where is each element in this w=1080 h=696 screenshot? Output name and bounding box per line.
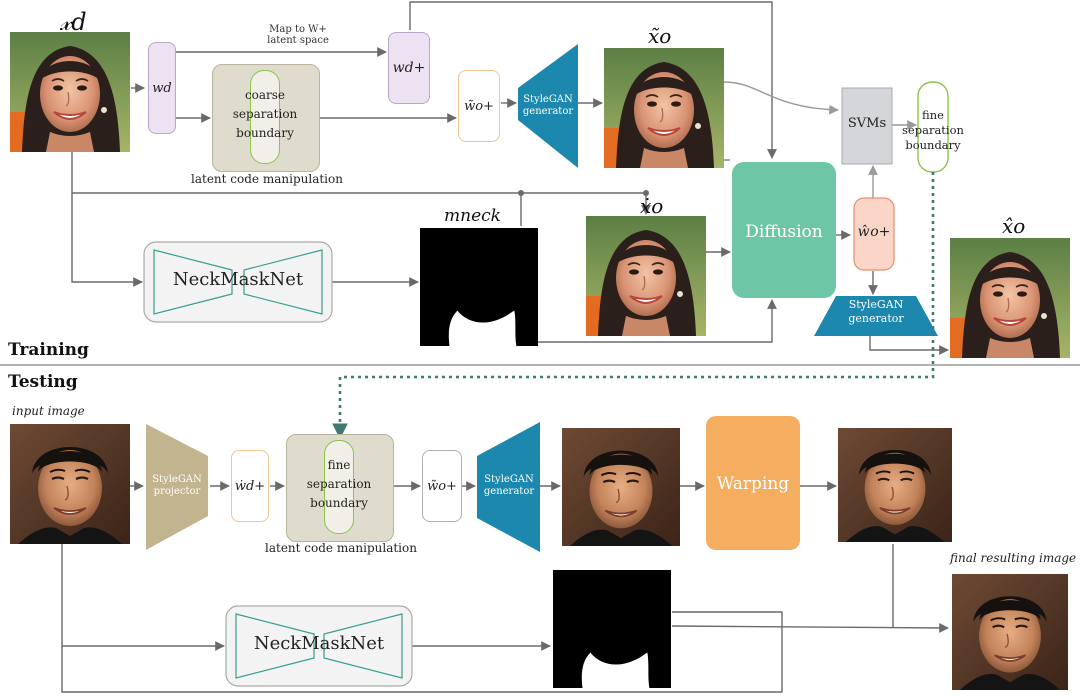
w-d-plus-box: wd+	[388, 32, 430, 104]
w-o-hat-shape	[853, 197, 895, 271]
latent-manip-test-caption: latent code manipulation	[265, 541, 417, 555]
test-w-d-plus-box: ẇd+	[231, 450, 269, 522]
section-training: Training	[8, 340, 89, 360]
fine-boundary-train-label: fine separation boundary	[902, 108, 964, 152]
diffusion-shape	[732, 162, 836, 298]
face-x-o-tilde	[604, 48, 724, 168]
stylegan-generator-2-label: StyleGAN generator	[848, 298, 904, 325]
section-testing: Testing	[8, 372, 78, 392]
neckmasknet-train-label: NeckMaskNet	[172, 269, 304, 290]
map-to-w-caption: Map to W+ latent space	[267, 24, 329, 46]
stylegan-generator-train-shape	[518, 44, 578, 168]
w-o-plus-box: w̃o+	[458, 70, 500, 142]
input-face-test	[10, 424, 130, 544]
fine-boundary-test-label: fine separation boundary	[306, 458, 372, 510]
neck-mask-test	[553, 570, 671, 688]
coarse-boundary-plane	[250, 70, 280, 164]
label-x-o-hat: x̂o	[1002, 214, 1026, 238]
input-face-xd	[10, 32, 130, 152]
label-x-o-tilde: x̃o	[648, 24, 672, 48]
stylegan-generator-test-label: StyleGAN generator	[483, 474, 535, 497]
w-o-hat-label: ŵo+	[857, 224, 891, 240]
svms-shape	[841, 87, 893, 165]
diffusion-label: Diffusion	[745, 222, 823, 242]
coarse-boundary-label: coarse separation boundary	[232, 88, 298, 140]
neckmasknet-test-label: NeckMaskNet	[253, 633, 385, 654]
stylegan-generator-1-label: StyleGAN generator	[522, 94, 574, 117]
stylegan-projector-shape	[146, 424, 208, 550]
stylegan-generator-2-shape	[814, 296, 938, 336]
warping-shape	[706, 416, 800, 550]
face-x-o-hat	[950, 238, 1070, 358]
neck-mask-train	[420, 228, 538, 346]
generated-face-test	[562, 428, 680, 546]
test-w-o-plus-box: w̃o+	[422, 450, 462, 522]
stylegan-generator-test-shape	[477, 422, 540, 552]
input-image-caption: input image	[12, 404, 85, 418]
final-face	[952, 574, 1068, 690]
fine-boundary-plane-test	[324, 440, 354, 534]
label-m-neck: mneck	[444, 206, 501, 226]
latent-manip-train-caption: latent code manipulation	[191, 172, 343, 186]
stylegan-projector-label: StyleGAN projector	[152, 474, 202, 497]
label-x-d: 𝓍d	[60, 8, 87, 36]
warping-label: Warping	[716, 474, 790, 494]
svms-label: SVMs	[847, 116, 887, 131]
final-image-caption: final resulting image	[950, 551, 1077, 565]
w-d-box: wd	[148, 42, 176, 134]
face-x-o-dot	[586, 216, 706, 336]
label-x-o-dot: ẋo	[640, 194, 664, 218]
warped-face-test	[838, 426, 952, 544]
